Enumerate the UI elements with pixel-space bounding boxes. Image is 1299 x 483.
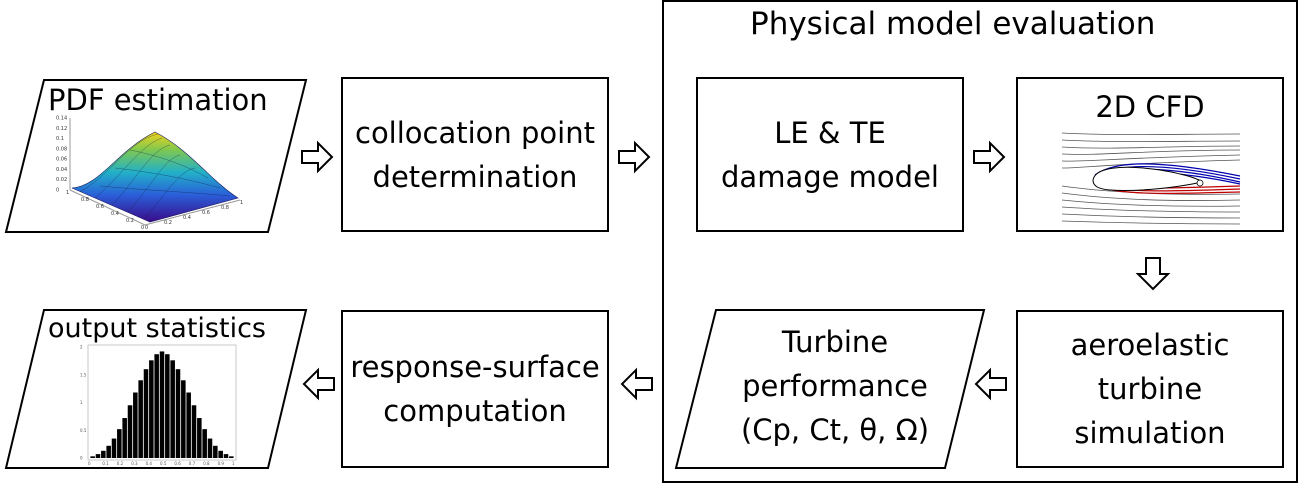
x-tick-label: 1 [240, 200, 243, 206]
hist-x-tick-label: 0.1 [102, 461, 109, 466]
y-tick-label: 1 [66, 190, 69, 196]
arrow-left-icon [302, 367, 335, 401]
histogram-bar [138, 380, 143, 458]
collocation-label: collocation point determination [355, 115, 595, 194]
z-tick-label: 0.02 [56, 177, 67, 183]
histogram-bar [90, 456, 95, 458]
histogram-bar [197, 418, 202, 458]
x-tick-label: 0.6 [202, 210, 210, 216]
histogram-bar [106, 445, 111, 458]
histogram-bar [117, 429, 122, 458]
arrow-right-icon [618, 140, 651, 174]
y-tick-label: 0.8 [81, 197, 89, 203]
histogram-bar [181, 380, 186, 458]
hist-x-tick-label: 0.7 [189, 461, 196, 466]
hist-x-tick-label: 0.4 [146, 461, 153, 466]
histogram-bar [207, 438, 213, 458]
airfoil-outline [1092, 166, 1203, 191]
output-histogram: 0 0.5 1 1.5 2 0 0.1 0.2 0.3 0.4 0.5 0.6 0.7 0.8 0.9 1 [80, 345, 237, 466]
response-surface-label: response-surface computation [350, 350, 600, 428]
histogram-bar [165, 354, 170, 458]
z-tick-label: 0.06 [56, 157, 67, 163]
histogram-bar [133, 392, 138, 458]
histogram-bar [175, 369, 181, 458]
cfd-label: 2D CFD [1095, 90, 1205, 124]
z-tick-label: 0 [56, 188, 59, 194]
histogram-bar [111, 438, 117, 458]
x-tick-label: 0 [145, 225, 148, 231]
histogram-bar [218, 450, 223, 458]
x-tick-label: 0.4 [183, 215, 191, 221]
turbine-performance-label: Turbine performance (Cp, Ct, θ, Ω) [740, 325, 930, 447]
histogram-bar [149, 360, 154, 458]
histogram-bar [170, 360, 175, 458]
hist-x-tick-label: 0.5 [160, 461, 167, 466]
pdf-surface-plot: 0 0.02 0.04 0.06 0.08 0.1 0.12 0.14 0 0.2 0.4 0.6 0… [56, 116, 243, 232]
arrow-right-icon [301, 140, 334, 174]
hist-x-tick-label: 0.2 [117, 461, 124, 466]
y-tick-label: 0 [141, 225, 144, 231]
damage-model-label: LE & TE damage model [721, 115, 939, 194]
z-tick-label: 0.08 [56, 146, 67, 152]
z-tick-label: 0.1 [56, 136, 64, 142]
arrow-right-icon [973, 140, 1006, 174]
histogram-bar [213, 445, 218, 458]
hist-x-tick-label: 0.6 [174, 461, 181, 466]
x-tick-label: 0.2 [164, 220, 172, 226]
hist-x-tick-label: 1 [232, 461, 235, 466]
turbine-performance-parallelogram [674, 309, 986, 469]
hist-y-tick-label: 1 [80, 400, 83, 405]
collocation-box: collocation point determination [341, 77, 609, 232]
arrow-left-icon [620, 367, 653, 401]
histogram-bar [159, 351, 165, 458]
histogram-bar [127, 405, 133, 458]
response-surface-box: response-surface computation [341, 310, 609, 468]
histogram-bar [154, 354, 159, 458]
histogram-bar [191, 405, 197, 458]
histogram-bar [95, 454, 101, 458]
hist-x-tick-label: 0.8 [203, 461, 210, 466]
arrow-left-icon [974, 367, 1007, 401]
hist-y-tick-label: 0 [80, 456, 83, 461]
z-tick-label: 0.14 [56, 116, 67, 122]
z-tick-label: 0.04 [56, 167, 67, 173]
hist-y-tick-label: 0.5 [80, 428, 87, 433]
aeroelastic-box: aeroelastic turbine simulation [1016, 310, 1284, 468]
arrow-down-icon [1135, 257, 1171, 291]
output-statistics-label: output statistics [48, 313, 266, 344]
histogram-bar [143, 369, 149, 458]
hist-y-tick-label: 2 [80, 345, 83, 350]
y-tick-label: 0.4 [111, 211, 119, 217]
aeroelastic-label: aeroelastic turbine simulation [1070, 328, 1230, 450]
y-tick-label: 0.6 [96, 204, 104, 210]
histogram-bar [122, 418, 127, 458]
y-tick-label: 0.2 [126, 218, 134, 224]
damage-model-box: LE & TE damage model [696, 77, 964, 232]
histogram-bar [223, 454, 229, 458]
cfd-box: 2D CFD [1016, 77, 1284, 232]
group-title: Physical model evaluation [750, 6, 1156, 42]
hist-x-tick-label: 0.9 [218, 461, 225, 466]
histogram-bar [101, 450, 106, 458]
histogram-bar [229, 456, 234, 458]
pdf-estimation-label: PDF estimation [48, 83, 268, 117]
histogram-bar [202, 429, 207, 458]
hist-x-tick-label: 0 [88, 461, 91, 466]
hist-x-tick-label: 0.3 [131, 461, 138, 466]
z-tick-label: 0.12 [56, 126, 67, 132]
hist-y-tick-label: 1.5 [80, 372, 87, 377]
histogram-bar [186, 392, 191, 458]
x-tick-label: 0.8 [221, 205, 229, 211]
cfd-streamlines [1061, 132, 1241, 225]
